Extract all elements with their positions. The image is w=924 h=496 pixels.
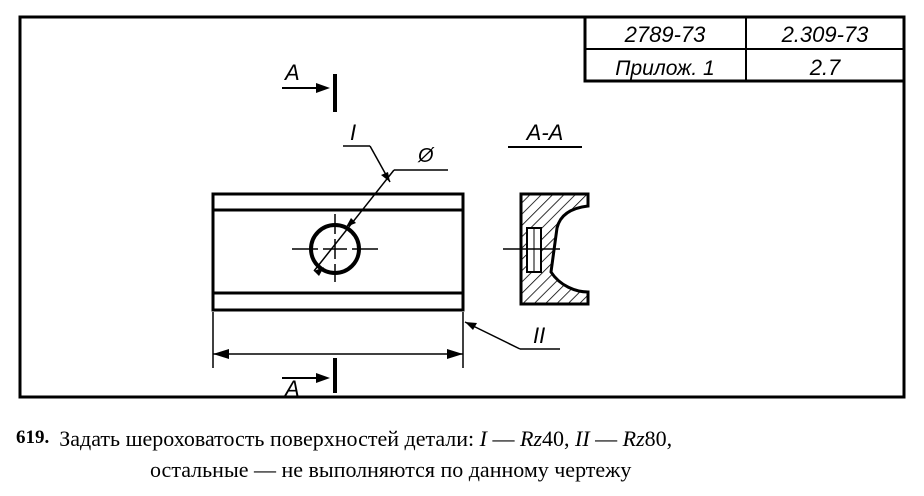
caption-rz-2: Rz: [622, 426, 645, 451]
caption-line-2: остальные — не выполняются по данному че…: [150, 456, 924, 484]
section-letter-bottom: А: [283, 376, 300, 401]
stamp-cell-2: 2.309-73: [781, 22, 870, 47]
stamp-cell-3: Прилож. 1: [615, 57, 714, 80]
task-number: 619.: [16, 427, 50, 448]
caption-text-1: Задать шероховатость поверхностей детали…: [59, 426, 475, 451]
surface-label-1: I: [350, 120, 356, 145]
diameter-symbol: Ø: [417, 145, 435, 167]
diameter-dimension: Ø: [313, 145, 448, 276]
section-view: А-А: [503, 120, 590, 306]
section-letter-top: А: [283, 60, 300, 85]
section-marker-bottom: А: [282, 358, 337, 401]
caption-roman-1: I: [479, 426, 487, 451]
leader-surface-1: I: [343, 120, 391, 183]
stamp-table: 2789-73 2.309-73 Прилож. 1 2.7: [583, 15, 906, 83]
section-marker-top: А: [282, 60, 337, 112]
caption-value-2: 80,: [644, 426, 673, 451]
surface-label-2: II: [533, 323, 545, 348]
width-dimension: [212, 312, 464, 368]
section-view-label: А-А: [525, 120, 564, 145]
technical-drawing: 2789-73 2.309-73 Прилож. 1 2.7 А А: [18, 15, 906, 401]
caption-dash-2: —: [595, 426, 618, 451]
caption-rz-1: Rz: [520, 426, 542, 451]
section-profile: [519, 192, 590, 306]
caption-dash-1: —: [492, 426, 515, 451]
stamp-cell-1: 2789-73: [624, 22, 707, 47]
drawing-frame: [18, 15, 906, 399]
plate-main-view: [211, 192, 465, 312]
stamp-cell-4: 2.7: [809, 55, 841, 80]
caption-value-1: 40,: [542, 426, 570, 451]
caption-text-2: остальные — не выполняются по данному че…: [150, 457, 632, 482]
caption-line-1: 619. Задать шероховатость поверхностей де…: [16, 424, 924, 453]
caption-roman-2: II: [575, 426, 590, 451]
leader-surface-2: II: [464, 321, 560, 350]
